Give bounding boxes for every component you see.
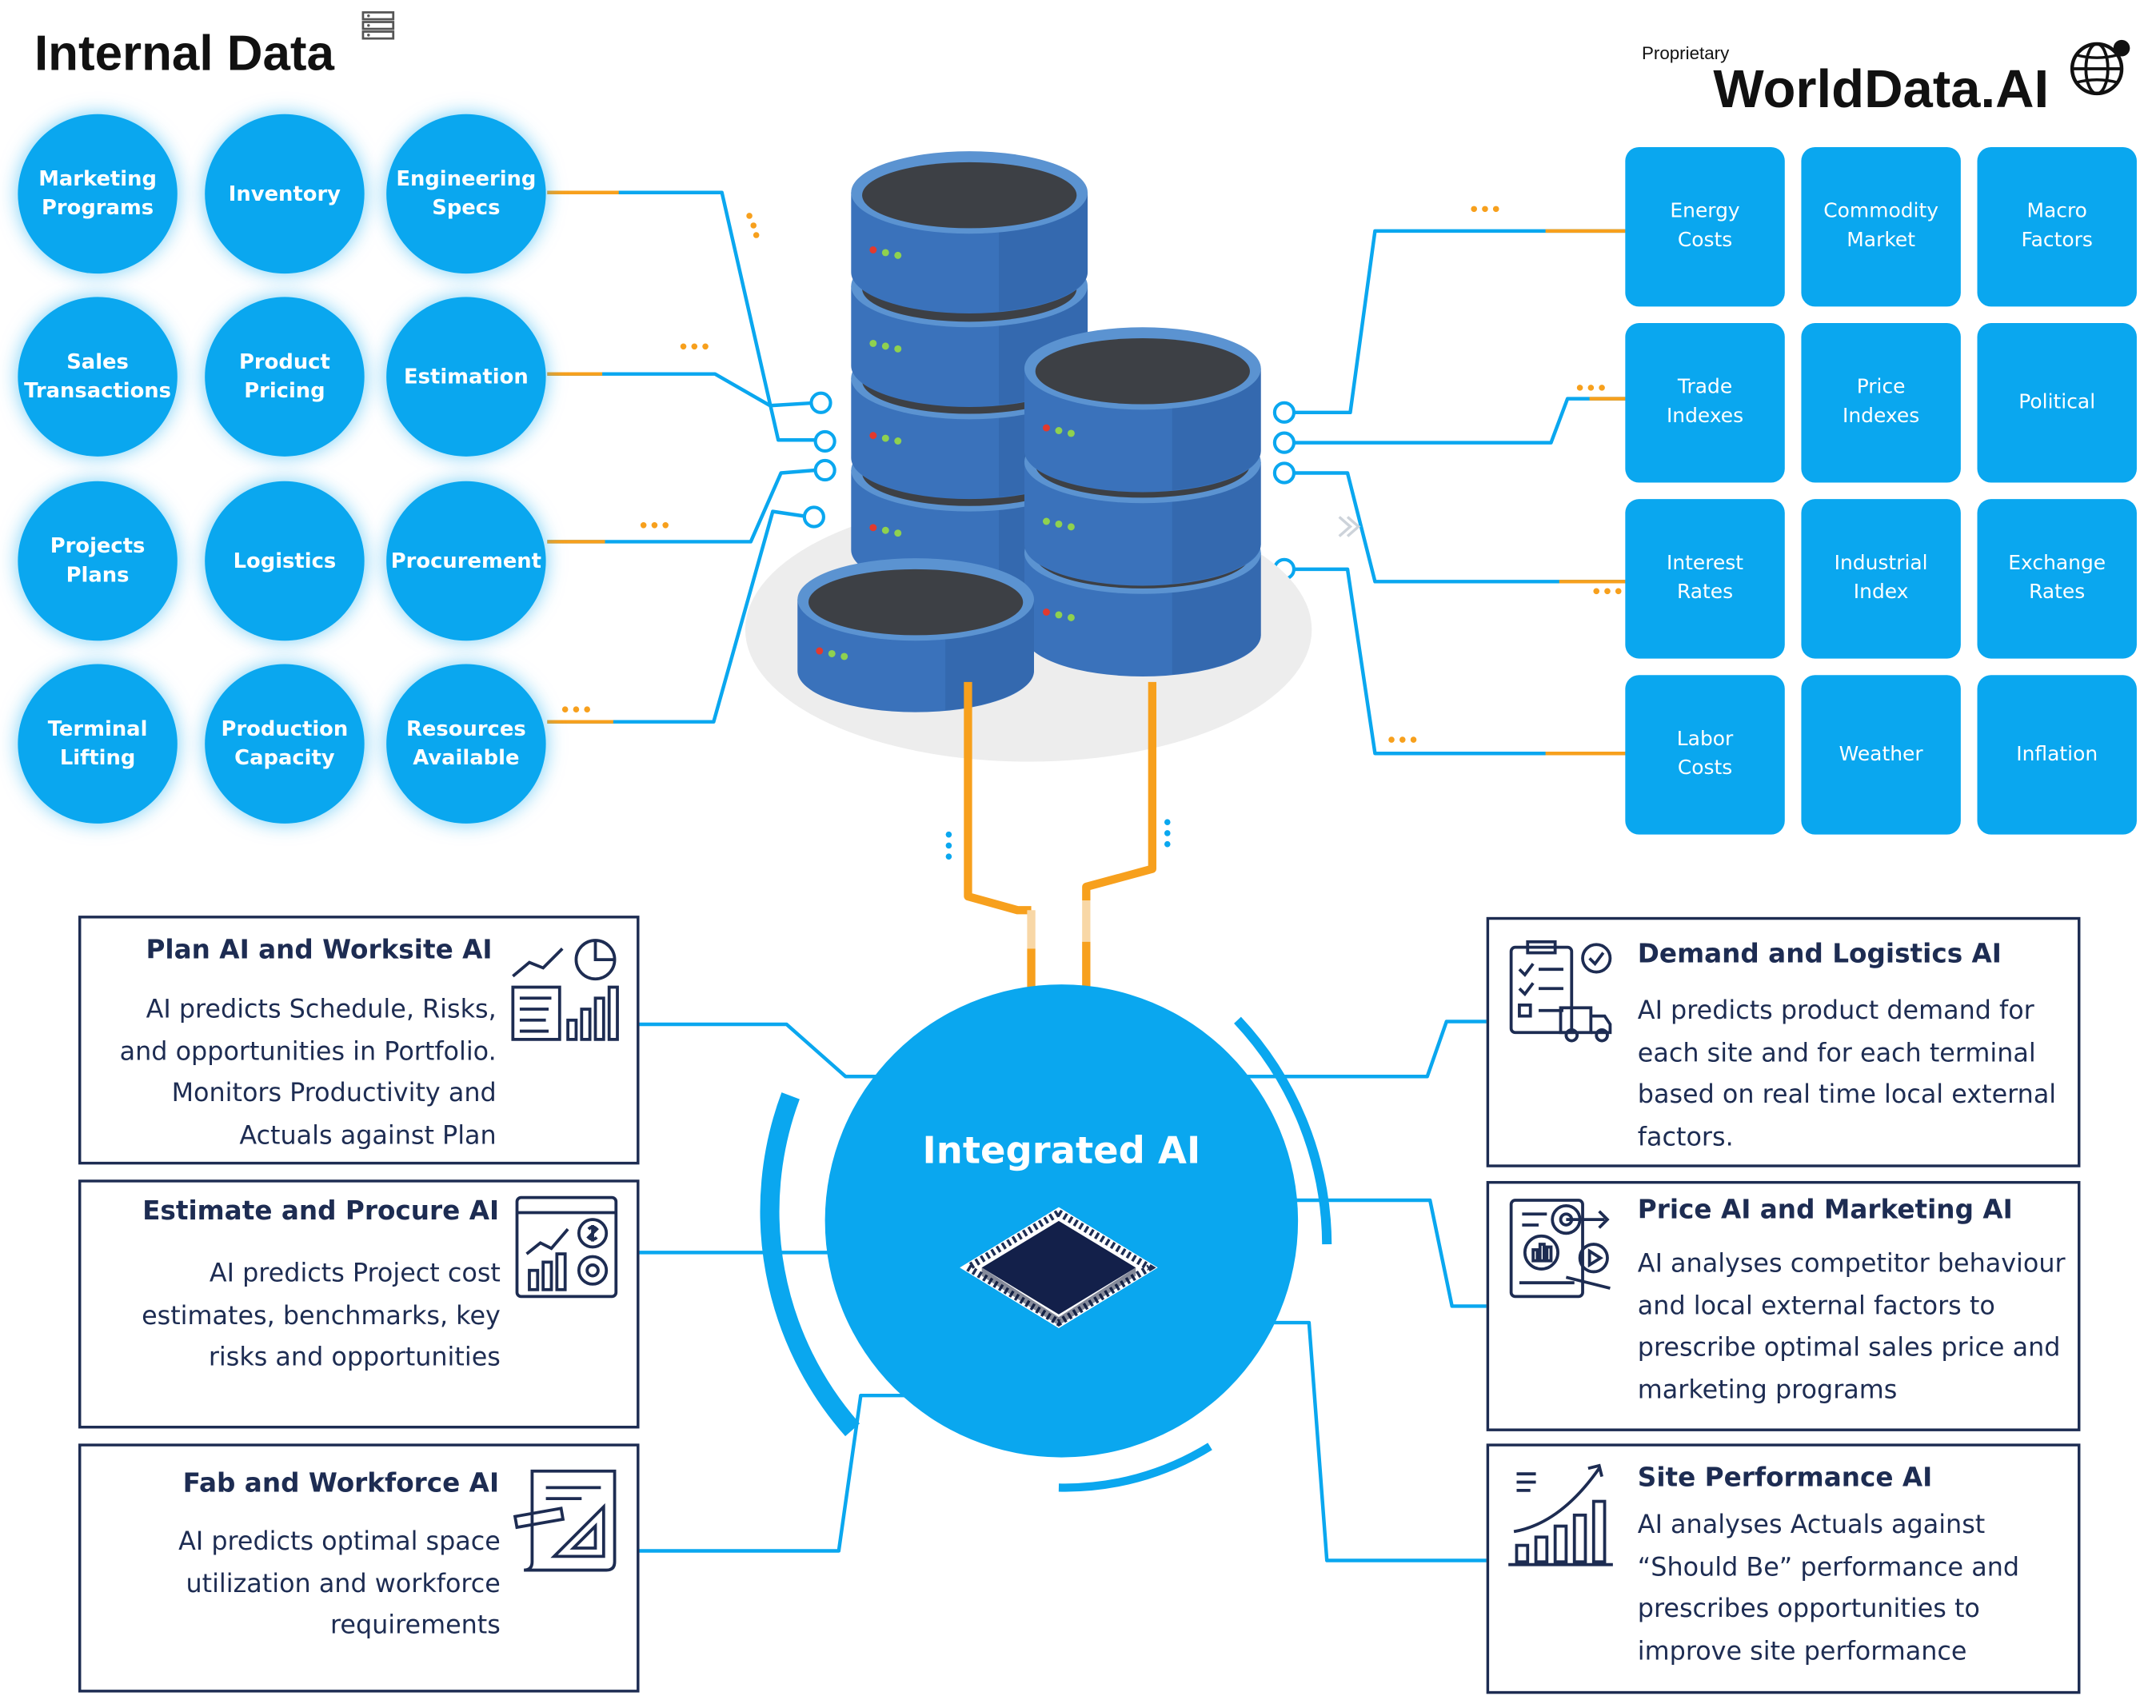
internal-data-item: Marketing Programs [18, 114, 178, 274]
module-description: AI predicts product demand for each site… [1637, 996, 2057, 1151]
external-data-item: Weather [1801, 675, 1961, 835]
connector-line [1292, 229, 1626, 415]
flow-dot [945, 831, 952, 838]
database-disk [851, 151, 1088, 314]
connector-node [1272, 401, 1296, 424]
database-cluster-icon [745, 151, 1312, 762]
external-data-item: Inflation [1977, 675, 2137, 835]
connector-line [1292, 471, 1626, 584]
internal-data-item: Logistics [205, 481, 365, 641]
internal-data-item: Sales Transactions [18, 297, 178, 457]
external-data-item: Trade Indexes [1625, 323, 1785, 483]
flow-dot [1471, 206, 1477, 213]
connector-line [1292, 567, 1626, 756]
internal-data-item: Projects Plans [18, 481, 178, 641]
cost-analytics-icon [515, 1195, 618, 1299]
internal-data-item: Product Pricing [205, 297, 365, 457]
flow-dot [746, 213, 753, 219]
flow-dot [1593, 588, 1600, 595]
flow-dot [1576, 385, 1583, 391]
internal-data-title: Internal Data [34, 24, 334, 82]
flow-dot [640, 522, 647, 529]
module-description: AI predicts optimal space utilization an… [178, 1527, 501, 1641]
connector-line [547, 190, 816, 442]
connector-line [1244, 1198, 1488, 1308]
external-data-item: Exchange Rates [1977, 499, 2137, 659]
data-cable [964, 681, 1032, 915]
checklist-truck-icon [1509, 940, 1612, 1043]
connector-node [1272, 461, 1296, 485]
external-data-item: Industrial Index [1801, 499, 1961, 659]
server-rack-icon [361, 11, 395, 40]
internal-data-item: Estimation [386, 297, 546, 457]
module-title: Fab and Workforce AI [182, 1468, 500, 1499]
module-description: AI predicts Project cost estimates, benc… [142, 1259, 501, 1372]
flow-dot [1164, 819, 1171, 825]
chevron-right-icon [1338, 516, 1353, 537]
proprietary-tag: Proprietary [1641, 42, 1730, 64]
external-data-item: Price Indexes [1801, 323, 1961, 483]
connector-line [1292, 397, 1626, 445]
flow-dot [561, 706, 569, 712]
processor-chip-icon [960, 1207, 1158, 1328]
connector-line [547, 509, 811, 724]
internal-data-item: Inventory [205, 114, 365, 274]
connector-line [637, 1022, 880, 1079]
connector-node [802, 505, 825, 529]
module-title: Site Performance AI [1637, 1463, 1933, 1494]
plan-worksite-ai-box: Plan AI and Worksite AI AI predicts Sche… [78, 916, 640, 1165]
external-data-item: Labor Costs [1625, 675, 1785, 835]
module-title: Estimate and Procure AI [142, 1195, 500, 1227]
marketing-target-icon [1509, 1199, 1611, 1299]
data-cable [1082, 681, 1157, 901]
external-data-item: Commodity Market [1801, 146, 1961, 307]
internal-data-item: Procurement [386, 481, 546, 641]
connector-node [813, 458, 836, 482]
external-data-item: Political [1977, 323, 2137, 483]
connector-line [547, 372, 816, 408]
module-description: AI predicts Schedule, Risks, and opportu… [119, 995, 497, 1151]
external-data-item: Interest Rates [1625, 499, 1785, 659]
price-marketing-ai-box: Price AI and Marketing AI AI analyses co… [1486, 1180, 2081, 1431]
module-description: AI analyses Actuals against “Should Be” … [1637, 1510, 2020, 1666]
database-disk [1024, 327, 1261, 493]
demand-logistics-ai-box: Demand and Logistics AI AI predicts prod… [1486, 916, 2081, 1167]
flow-dot [680, 343, 687, 350]
connector-node [1272, 431, 1296, 454]
blueprint-icon [513, 1469, 617, 1572]
connector-line [637, 1393, 908, 1553]
flow-dot [1388, 736, 1395, 743]
external-data-item: Energy Costs [1625, 146, 1785, 307]
connector-node [809, 391, 832, 414]
internal-data-item: Resources Available [386, 664, 546, 824]
internal-data-item: Engineering Specs [386, 114, 546, 274]
integrated-ai-hub [760, 984, 1332, 1492]
database-disk [797, 558, 1034, 712]
module-title: Plan AI and Worksite AI [146, 935, 493, 966]
external-data-item: Macro Factors [1977, 146, 2137, 307]
internal-data-item: Production Capacity [205, 664, 365, 824]
module-title: Demand and Logistics AI [1637, 939, 2002, 970]
connector-node [813, 429, 836, 453]
connector-line [1237, 1020, 1488, 1079]
fab-workforce-ai-box: Fab and Workforce AI AI predicts optimal… [78, 1443, 640, 1693]
worlddata-brand: WorldData.AI [1713, 60, 2050, 120]
integrated-ai-label: Integrated AI [922, 1130, 1201, 1173]
module-description: AI analyses competitor behaviour and loc… [1637, 1249, 2066, 1405]
connector-line [547, 468, 816, 544]
module-title: Price AI and Marketing AI [1637, 1195, 2013, 1225]
internal-data-item: Terminal Lifting [18, 664, 178, 824]
globe-icon [2070, 39, 2130, 96]
growth-chart-icon [1508, 1463, 1613, 1566]
estimate-procure-ai-box: Estimate and Procure AI AI predicts Proj… [78, 1179, 640, 1429]
chart-report-icon [511, 939, 619, 1041]
site-performance-ai-box: Site Performance AI AI analyses Actuals … [1486, 1443, 2081, 1694]
